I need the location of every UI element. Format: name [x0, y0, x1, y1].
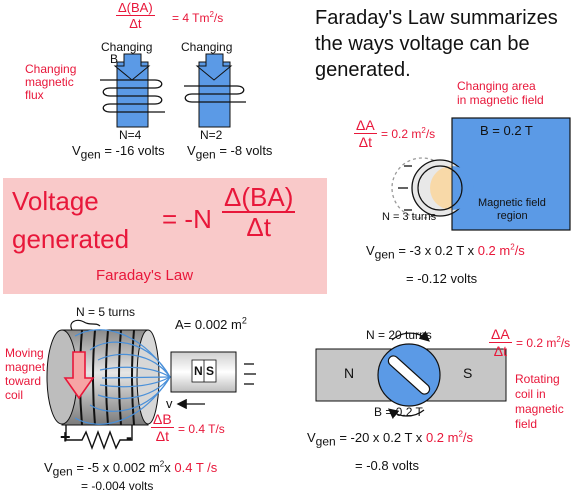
flux-label-2: magnetic: [25, 75, 74, 89]
coil-n2: [184, 53, 246, 128]
circuit-plus: +: [60, 427, 71, 447]
region-label-1: Magnetic field: [478, 197, 546, 209]
circuit-minus: -: [126, 427, 132, 447]
rotating-coil-magnet: [315, 330, 507, 419]
area-rate-numerator: ΔA: [354, 117, 377, 134]
formula-caption: Faraday's Law: [96, 267, 194, 284]
magnet-area: A= 0.002 m2: [175, 315, 247, 332]
flux-rate-fraction: Δ(BA) Δt: [116, 1, 155, 30]
magnet-pole-n: N: [194, 364, 203, 378]
coil2-vgen: Vgen = -8 volts: [187, 143, 273, 162]
coil2-turns: N=2: [200, 128, 223, 142]
rotating-turns: N = 20 turns: [366, 328, 432, 342]
rotating-label-2: coil in: [515, 387, 546, 401]
magnet-vgen: Vgen = -5 x 0.002 m2x 0.4 T /s: [44, 459, 218, 479]
coil1-b-label: B: [110, 52, 119, 66]
rotating-field-value: B = 0.2 T: [374, 405, 423, 419]
magnet-rate-value: = 0.4 T/s: [178, 422, 225, 436]
formula-word-generated: generated: [12, 224, 130, 254]
magnet-velocity: v: [166, 396, 173, 411]
formula-fraction: Δ(BA) Δt: [222, 182, 296, 242]
magnet-rate-numerator: ΔB: [151, 411, 174, 428]
magnet-label-2: magnet: [5, 360, 46, 374]
coil1-vgen: Vgen = -16 volts: [72, 143, 165, 162]
magnet-turns: N = 5 turns: [76, 305, 136, 319]
magnet-label-1: Moving: [5, 346, 44, 360]
coil2-label: Changing: [181, 40, 233, 54]
flux-rate-value: = 4 Tm2/s: [172, 10, 224, 25]
area-result: = -0.12 volts: [406, 271, 478, 286]
rotating-pole-s: S: [463, 365, 473, 381]
magnet-rate-denominator: Δt: [155, 428, 169, 444]
area-label-2: in magnetic field: [457, 93, 544, 107]
rotating-label-3: magnetic: [515, 402, 564, 416]
area-field-value: B = 0.2 T: [480, 123, 533, 138]
magnet-rate-fraction: ΔB Δt: [151, 412, 174, 443]
coil-cylinder: [46, 319, 171, 426]
area-vgen: Vgen = -3 x 0.2 T x 0.2 m2/s: [366, 242, 525, 262]
coil1-turns: N=4: [119, 128, 142, 142]
rotating-label-4: field: [515, 417, 538, 431]
rotating-label-1: Rotating: [515, 372, 560, 386]
area-rate-denominator: Δt: [358, 134, 372, 150]
magnet-pole-s: S: [206, 364, 215, 378]
rotating-rate-fraction: ΔA Δt: [489, 327, 512, 358]
region-label-2: region: [497, 210, 528, 222]
rotating-rate-denominator: Δt: [493, 343, 507, 359]
bar-magnet: [170, 351, 256, 410]
title-line-3: generated.: [315, 59, 411, 81]
formula-denominator: Δt: [246, 212, 271, 242]
formula-numerator: Δ(BA): [222, 182, 296, 213]
title-line-2: the ways voltage can be: [315, 33, 530, 55]
area-turns: N = 3 turns: [382, 211, 437, 223]
flux-rate-denominator: Δt: [129, 16, 142, 31]
magnet-result: = -0.004 volts: [81, 479, 154, 493]
rotating-pole-n: N: [344, 365, 355, 381]
faraday-law-panel: [3, 178, 327, 294]
rotating-rate-value: = 0.2 m2/s: [516, 335, 571, 350]
flux-rate-numerator: Δ(BA): [116, 0, 155, 16]
area-rate-fraction: ΔA Δt: [354, 118, 377, 149]
rotating-rate-numerator: ΔA: [489, 326, 512, 343]
magnet-label-3: toward: [5, 374, 42, 388]
coil1-label: Changing: [101, 40, 153, 54]
formula-equals-minus-n: = -N: [162, 204, 212, 234]
coil-n4: [100, 53, 165, 128]
magnetic-field-region: [451, 117, 571, 231]
rotating-result: = -0.8 volts: [355, 458, 419, 473]
title-line-1: Faraday's Law summarizes: [315, 7, 558, 29]
area-label-1: Changing area: [457, 79, 536, 93]
flux-label-1: Changing: [25, 62, 77, 76]
area-rate-value: = 0.2 m2/s: [381, 126, 436, 141]
rotating-vgen: Vgen = -20 x 0.2 T x 0.2 m2/s: [307, 429, 474, 449]
formula-word-voltage: Voltage: [12, 186, 99, 216]
flux-label-3: flux: [25, 88, 44, 102]
loop-changing-area: [391, 157, 474, 219]
resistor-circuit: [65, 425, 133, 450]
magnet-label-4: coil: [5, 388, 24, 402]
